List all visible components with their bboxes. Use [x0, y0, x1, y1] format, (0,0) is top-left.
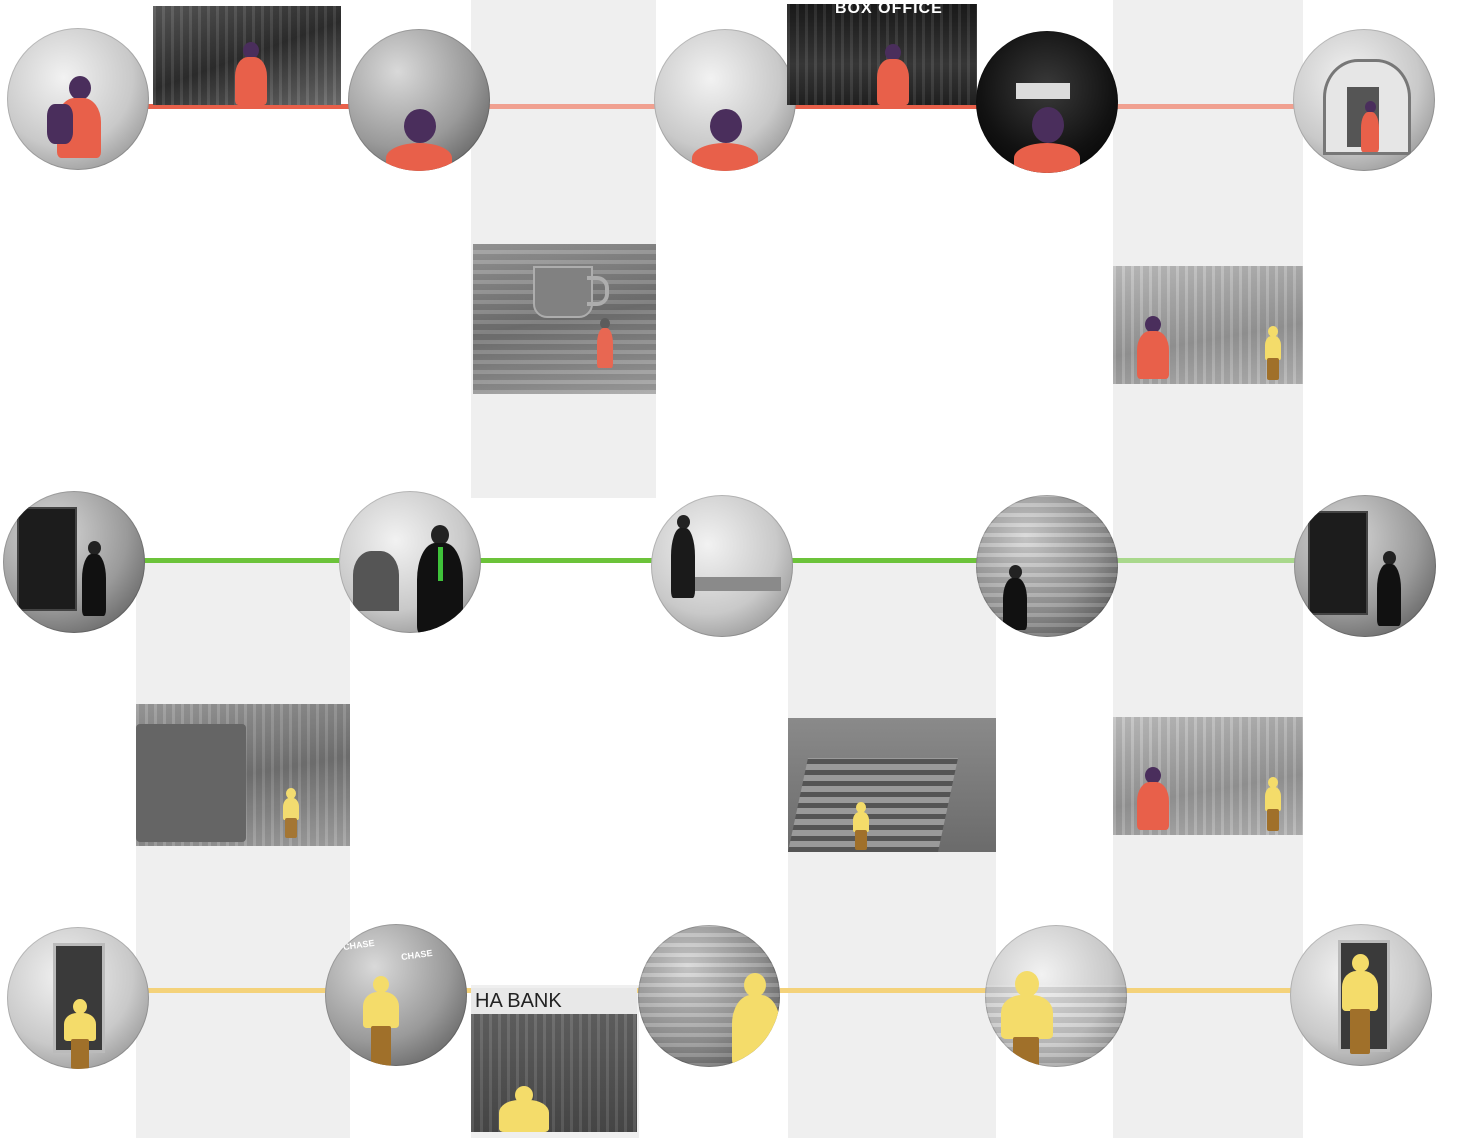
- study-group-icon: [690, 109, 760, 171]
- worker-bus-stop-photo[interactable]: [136, 704, 350, 846]
- worker-market-node[interactable]: [976, 495, 1118, 637]
- box-office-sign: BOX OFFICE: [835, 4, 943, 18]
- elder-cafe-node[interactable]: [638, 925, 780, 1067]
- student-park-photo[interactable]: [1113, 266, 1303, 384]
- park-trees-icon: [1133, 316, 1173, 382]
- worker-park-photo[interactable]: [1113, 717, 1303, 835]
- elder-door-node[interactable]: [7, 927, 149, 1069]
- door-icon: [1308, 511, 1368, 615]
- student-house-node[interactable]: [1293, 29, 1435, 171]
- route-worker-line-1: [140, 558, 345, 563]
- chase-sign-2: CHASE: [400, 948, 433, 962]
- route-student-line-2: [480, 104, 660, 109]
- cinema-screen-icon: [1016, 83, 1070, 99]
- office-icon: [415, 525, 465, 633]
- student-study-group-node[interactable]: [654, 29, 796, 171]
- elder-bank-photo[interactable]: HA BANK: [471, 988, 637, 1132]
- worker-office-node[interactable]: [339, 491, 481, 633]
- stairs-icon: [788, 758, 958, 852]
- park-trees-icon: [1133, 767, 1173, 833]
- route-student-line-4: [1110, 104, 1300, 109]
- bus-icon: [136, 724, 246, 842]
- route-elder-line-4: [1125, 988, 1295, 993]
- worker-stairs-photo[interactable]: [788, 718, 996, 852]
- band-2: [1113, 0, 1303, 1138]
- door-icon: [17, 507, 77, 611]
- route-elder-line-1: [145, 988, 330, 993]
- market-icon: [1002, 565, 1028, 631]
- worker-door-node[interactable]: [3, 491, 145, 633]
- worker-door-return-node[interactable]: [1294, 495, 1436, 637]
- student-box-office-photo[interactable]: BOX OFFICE: [787, 4, 977, 105]
- route-elder-line-3: [780, 988, 990, 993]
- student-subway-photo[interactable]: [153, 6, 341, 105]
- coffee-cup-icon: [533, 258, 609, 318]
- student-cinema-node[interactable]: [976, 31, 1118, 173]
- elder-flower-market-node[interactable]: [985, 925, 1127, 1067]
- bank-icon: HA BANK: [471, 988, 637, 1014]
- student-coffee-shop-photo[interactable]: [473, 244, 656, 394]
- worker-desk-node[interactable]: [651, 495, 793, 637]
- ticket-icon: [873, 44, 913, 104]
- elder-atm-node[interactable]: CHASE CHASE: [325, 924, 467, 1066]
- student-classroom-node[interactable]: [348, 29, 490, 171]
- route-worker-line-2: [475, 558, 660, 563]
- route-worker-line-3: [790, 558, 980, 563]
- band-3: [136, 560, 350, 1138]
- subway-car-icon: [231, 42, 271, 104]
- elder-door-return-node[interactable]: [1290, 924, 1432, 1066]
- student-with-backpack-icon: [47, 76, 107, 170]
- student-home-hallway-node[interactable]: [7, 28, 149, 170]
- route-worker-line-4: [1110, 558, 1305, 563]
- classroom-icon: [384, 109, 454, 171]
